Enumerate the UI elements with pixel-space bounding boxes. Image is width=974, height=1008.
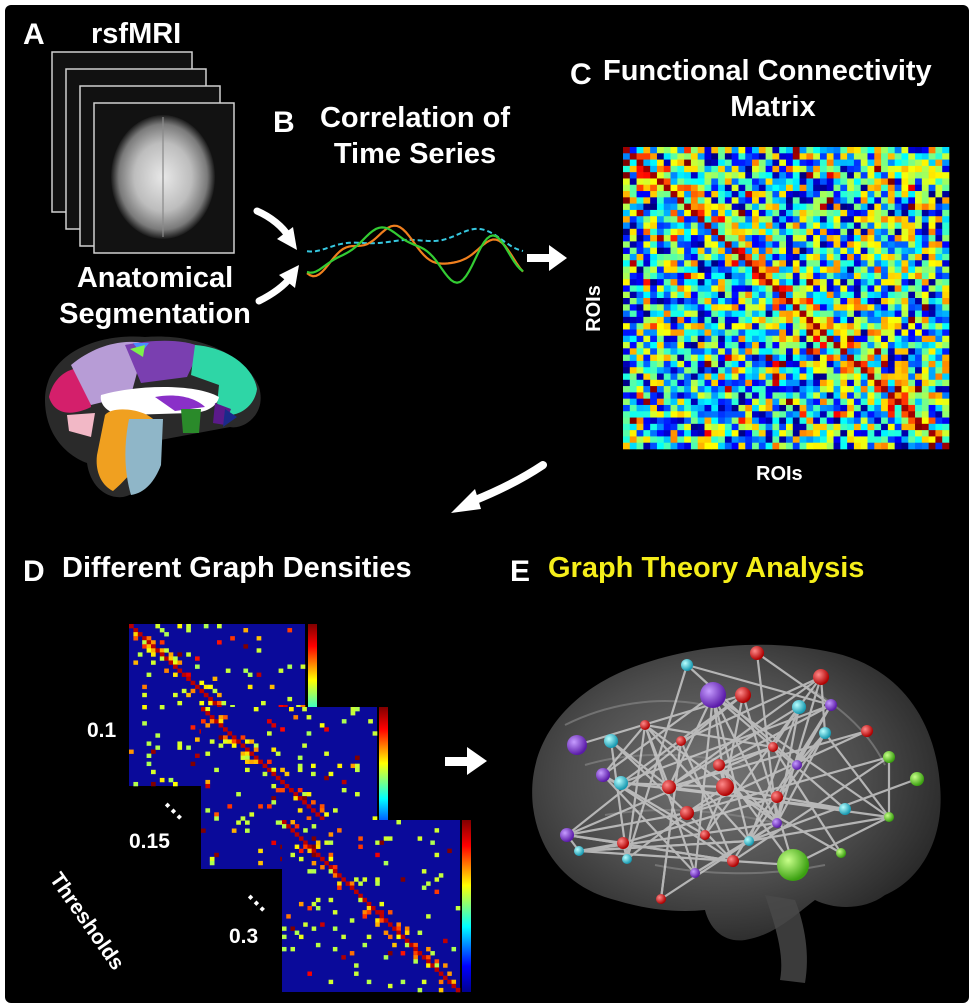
network-node <box>884 812 894 822</box>
panel-d-title: Different Graph Densities <box>62 553 412 583</box>
segmentation-label-line2: Segmentation <box>45 299 265 329</box>
network-node <box>574 846 584 856</box>
network-node <box>596 768 610 782</box>
network-node <box>813 669 829 685</box>
network-node <box>839 803 851 815</box>
threshold-value-0-15: 0.15 <box>129 831 170 853</box>
panel-b-letter: B <box>273 107 295 139</box>
network-node <box>792 760 802 770</box>
panel-e-title: Graph Theory Analysis <box>548 553 864 583</box>
network-node <box>768 742 778 752</box>
brain-network-icon <box>532 645 940 983</box>
threshold-value-0-1: 0.1 <box>87 720 116 742</box>
panel-a-title: rsfMRI <box>91 19 181 49</box>
network-node <box>700 830 710 840</box>
arrow-icon <box>527 245 567 271</box>
network-node <box>656 894 666 904</box>
panel-b-title-line2: Time Series <box>305 139 525 169</box>
arrow-icon <box>451 465 543 513</box>
network-node <box>662 780 676 794</box>
network-node <box>883 751 895 763</box>
figure-panel: A rsfMRI Anatomical Segmentation B Corre… <box>5 5 969 1003</box>
panel-c-title-line2: Matrix <box>603 92 943 122</box>
brain-segmentation-icon <box>45 336 261 497</box>
network-node <box>567 735 587 755</box>
network-node <box>690 868 700 878</box>
network-node <box>676 736 686 746</box>
network-node <box>861 725 873 737</box>
network-node <box>700 682 726 708</box>
network-node <box>744 836 754 846</box>
network-node <box>771 791 783 803</box>
network-node <box>910 772 924 786</box>
network-node <box>735 687 751 703</box>
threshold-matrix <box>282 820 460 992</box>
threshold-value-0-3: 0.3 <box>229 926 258 948</box>
network-node <box>617 837 629 849</box>
network-node <box>825 699 837 711</box>
panel-a-letter: A <box>23 19 45 51</box>
matrix-x-axis-label: ROIs <box>756 464 803 485</box>
time-series-plot <box>307 226 523 283</box>
arrow-icon <box>445 747 487 775</box>
network-node <box>777 849 809 881</box>
matrix-y-axis-label: ROIs <box>584 285 605 332</box>
segmentation-label-line1: Anatomical <box>45 263 265 293</box>
network-node <box>681 659 693 671</box>
network-node <box>640 720 650 730</box>
arrow-icon <box>259 265 299 301</box>
network-node <box>772 818 782 828</box>
panel-b-title-line1: Correlation of <box>305 103 525 133</box>
network-node <box>836 848 846 858</box>
network-node <box>792 700 806 714</box>
brain-slice-icon <box>52 52 234 253</box>
network-node <box>750 646 764 660</box>
panel-c-title-line1: Functional Connectivity <box>603 56 932 86</box>
network-node <box>716 778 734 796</box>
network-node <box>560 828 574 842</box>
network-node <box>680 806 694 820</box>
panel-c-letter: C <box>570 59 592 91</box>
network-node <box>622 854 632 864</box>
connectivity-matrix <box>623 147 949 449</box>
network-node <box>604 734 618 748</box>
arrow-icon <box>257 211 297 250</box>
network-node <box>727 855 739 867</box>
network-node <box>713 759 725 771</box>
panel-d-letter: D <box>23 556 45 588</box>
network-node <box>614 776 628 790</box>
panel-e-letter: E <box>510 556 530 588</box>
network-node <box>819 727 831 739</box>
colorbar-icon <box>462 820 471 992</box>
